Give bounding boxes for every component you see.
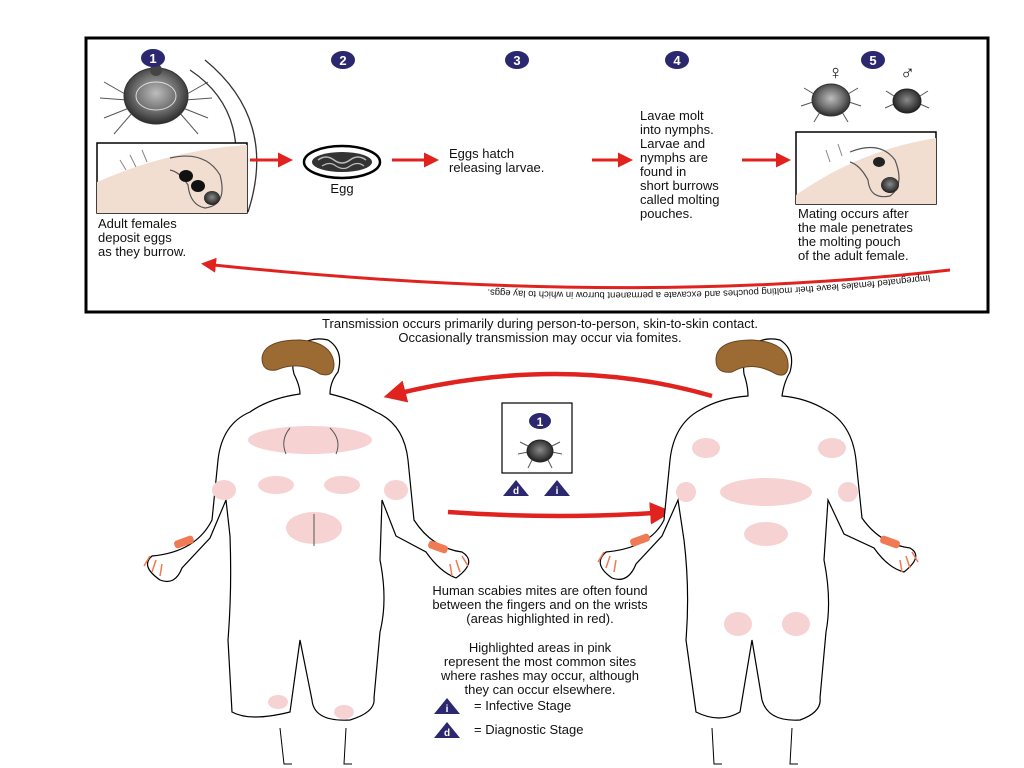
svg-text:d: d [444,728,450,739]
return-arrow [201,257,951,290]
stage-2-number: 2 [339,53,346,68]
legend-diagnostic-label: = Diagnostic Stage [474,722,584,737]
male-symbol: ♂ [900,62,915,84]
stage-3-badge: 3 [505,51,529,69]
stage-2-caption: Egg [330,181,354,196]
diagnostic-stage-marker: d [503,480,529,497]
legend-infective-label: = Infective Stage [474,698,572,713]
burrow-inset-5 [795,131,937,205]
svg-text:d: d [513,486,519,497]
stage-1-number: 1 [149,51,156,66]
svg-text:i: i [556,486,559,497]
stage-3-number: 3 [513,53,520,68]
stage-1-badge: 1 [141,49,165,67]
infective-stage-marker: i [544,480,570,497]
center-stage-badge: 1 [529,413,551,429]
human-front-view [597,338,919,765]
human-back-view [143,338,470,765]
male-mite-illustration [884,88,930,114]
transmission-text: Transmission occurs primarily during per… [322,316,758,345]
burrow-inset-1 [96,142,248,214]
stage-5-number: 5 [869,53,876,68]
female-symbol: ♀ [828,62,843,84]
legend-diagnostic-marker: d [434,722,460,739]
adult-female-mite-illustration [99,64,213,135]
legend-infective-marker: i [434,698,460,715]
egg-illustration [302,144,382,180]
stage-5-badge: 5 [861,51,885,69]
stage-2-badge: 2 [331,51,355,69]
center-mite-illustration [517,439,563,469]
svg-text:i: i [446,704,449,715]
transmission-arrow-left [383,371,713,403]
stage-4-badge: 4 [665,51,689,69]
female-mite-illustration [800,83,862,123]
stage-4-number: 4 [673,53,681,68]
svg-text:1: 1 [537,415,544,429]
transmission-arrow-right [447,502,673,525]
